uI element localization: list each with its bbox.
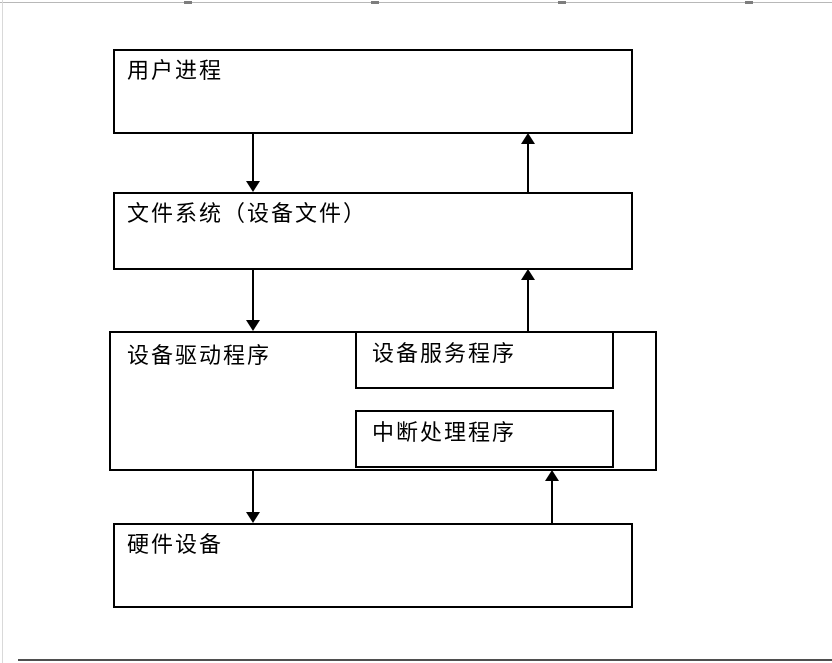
arrow-shaft: [252, 470, 254, 513]
arrow-head-up: [521, 133, 535, 144]
arrow-shaft: [527, 144, 529, 192]
arrow-head-up: [521, 269, 535, 280]
page-left-edge-line: [2, 0, 3, 663]
box-file-system-label: 文件系统（设备文件）: [127, 201, 368, 226]
arrow-head-up: [545, 470, 559, 481]
ruler-tick: [745, 1, 753, 4]
box-device-driver-label: 设备驱动程序: [127, 343, 272, 368]
page-bottom-edge-line: [18, 659, 832, 661]
arrow-head-down: [246, 181, 260, 192]
box-hardware-device: 硬件设备: [113, 523, 633, 608]
ruler-tick: [371, 1, 379, 4]
box-device-service: 设备服务程序: [355, 331, 614, 389]
arrow-head-down: [246, 320, 260, 331]
ruler-tick: [184, 1, 192, 4]
box-hardware-device-label: 硬件设备: [127, 532, 224, 557]
arrow-shaft: [527, 280, 529, 331]
box-file-system: 文件系统（设备文件）: [113, 192, 633, 270]
box-interrupt-handler: 中断处理程序: [355, 410, 614, 468]
arrow-shaft: [551, 481, 553, 523]
box-user-process: 用户进程: [113, 49, 633, 134]
page-top-edge-line: [0, 2, 832, 3]
arrow-shaft: [252, 269, 254, 321]
arrow-head-down: [246, 512, 260, 523]
arrow-shaft: [252, 133, 254, 182]
box-user-process-label: 用户进程: [127, 58, 224, 83]
ruler-tick: [558, 1, 566, 4]
box-device-service-label: 设备服务程序: [372, 341, 517, 366]
box-interrupt-handler-label: 中断处理程序: [372, 420, 517, 445]
